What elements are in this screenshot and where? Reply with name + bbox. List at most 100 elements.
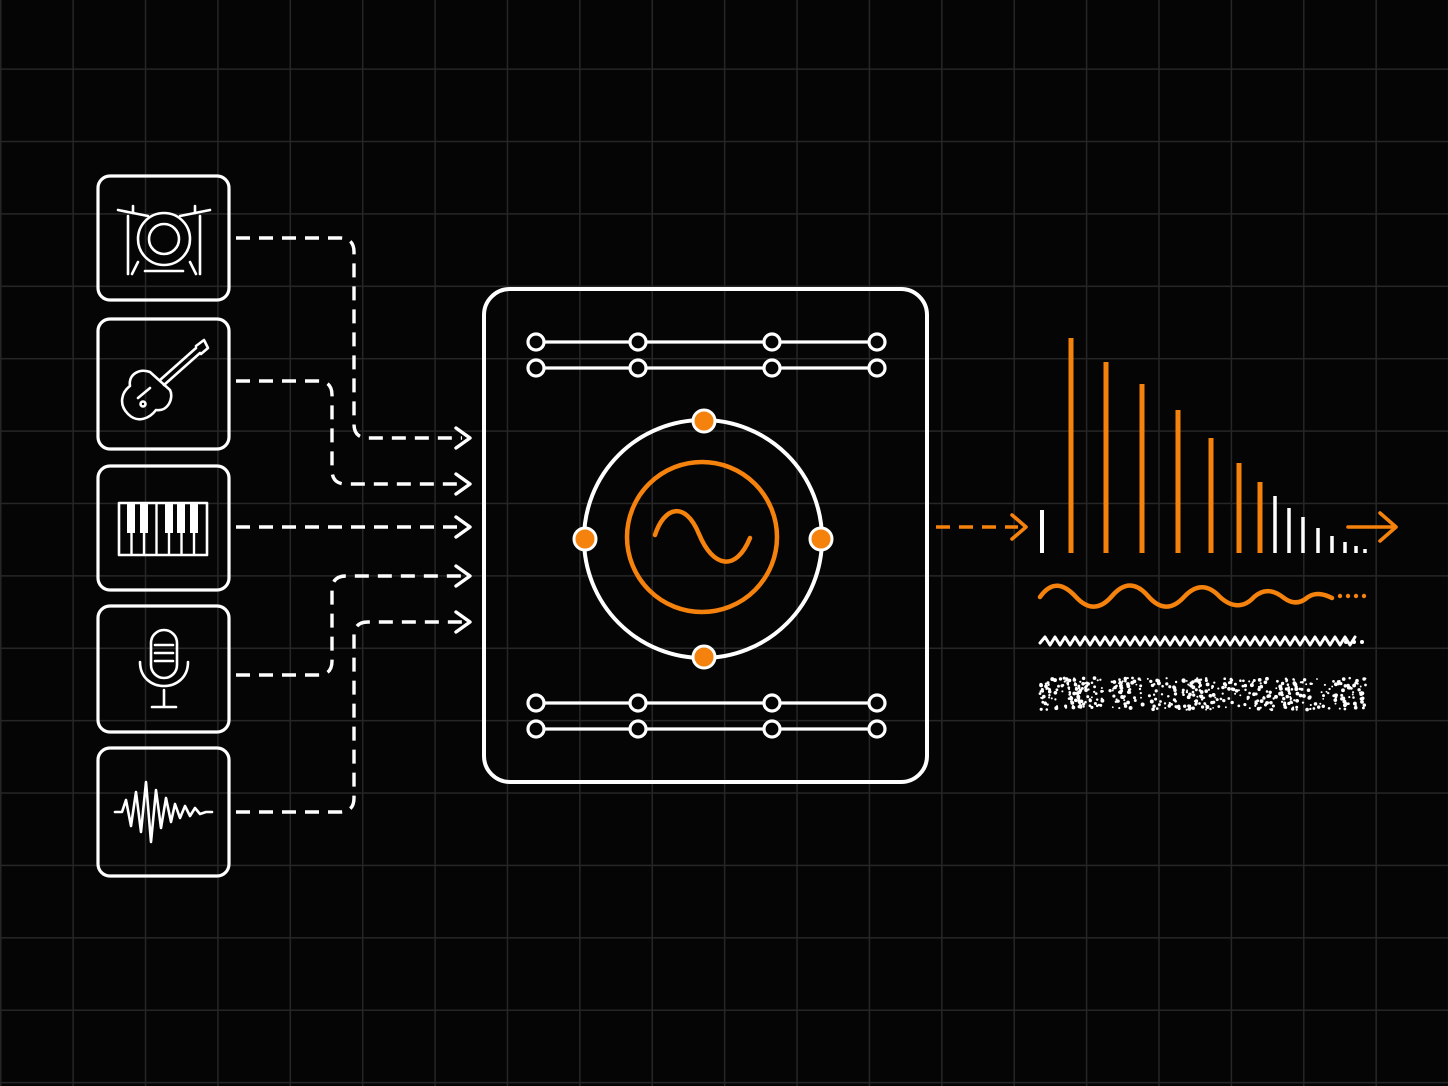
noise-dot (1041, 700, 1045, 704)
noise-dot (1186, 689, 1189, 692)
noise-dot (1287, 691, 1291, 695)
noise-dot (1204, 678, 1208, 683)
noise-dot (1278, 686, 1283, 691)
noise-dot (1327, 691, 1330, 695)
noise-dot (1053, 678, 1057, 683)
noise-dot (1183, 704, 1187, 708)
noise-dot (1348, 676, 1351, 680)
noise-dot (1222, 682, 1227, 686)
noise-dot (1334, 693, 1338, 698)
noise-dot (1110, 680, 1114, 683)
noise-dot (1361, 706, 1365, 710)
noise-dot (1290, 688, 1294, 691)
noise-dot (1222, 698, 1226, 703)
noise-dot (1269, 700, 1273, 705)
noise-dot (1325, 690, 1328, 693)
noise-dot (1131, 676, 1134, 680)
noise-dot (1038, 692, 1042, 695)
noise-dot (1284, 687, 1288, 691)
noise-dot (1274, 694, 1278, 699)
noise-dot (1187, 683, 1190, 686)
ring-node-bottom (691, 644, 717, 670)
noise-dot (1316, 678, 1318, 680)
noise-dot (1251, 681, 1254, 684)
noise-dot (1067, 678, 1072, 683)
noise-dot (1194, 688, 1198, 692)
noise-dot (1239, 679, 1242, 682)
noise-dot (1088, 704, 1092, 708)
noise-dot (1252, 679, 1256, 682)
noise-dot (1280, 681, 1285, 686)
input-tile-waveform (96, 746, 231, 878)
noise-dot (1198, 686, 1201, 689)
noise-dot (1112, 694, 1116, 698)
noise-dot (1161, 684, 1164, 688)
noise-dot (1215, 698, 1219, 702)
ring-node-right (808, 526, 834, 552)
noise-dot (1149, 679, 1153, 684)
noise-dot (1168, 685, 1172, 689)
noise-dot (1289, 698, 1292, 701)
noise-dot (1343, 707, 1347, 711)
connector-waveform (236, 620, 462, 814)
noise-dot (1221, 685, 1225, 690)
input-tile-piano (96, 464, 231, 592)
noise-dot (1344, 702, 1348, 706)
noise-dot (1165, 682, 1169, 686)
noise-dot (1174, 699, 1177, 703)
noise-dot (1067, 697, 1071, 700)
noise-dot (1233, 682, 1237, 686)
noise-dot (1237, 704, 1241, 708)
noise-dot (1070, 700, 1075, 705)
noise-dot (1086, 695, 1090, 699)
noise-dot (1291, 707, 1295, 711)
noise-dot (1072, 691, 1077, 696)
noise-dot (1257, 678, 1262, 682)
noise-dot (1301, 693, 1306, 698)
noise-dot (1200, 690, 1204, 694)
noise-dot (1312, 707, 1316, 710)
noise-dot (1039, 690, 1043, 693)
noise-dot (1214, 696, 1217, 699)
noise-dot (1310, 682, 1313, 685)
noise-dot (1200, 698, 1204, 701)
noise-dot (1283, 705, 1287, 709)
noise-dot (1294, 687, 1299, 692)
noise-dot (1185, 690, 1189, 694)
noise-dot (1118, 707, 1121, 710)
noise-dot (1209, 695, 1212, 698)
noise-dot (1202, 696, 1206, 699)
noise-dot (1194, 678, 1198, 683)
noise-dot (1041, 697, 1044, 700)
noise-dot (1181, 678, 1186, 683)
white-zigzag-line (1038, 635, 1364, 647)
noise-dot (1154, 697, 1158, 701)
noise-dot (1331, 685, 1334, 688)
noise-dot (1043, 701, 1048, 706)
noise-dot (1259, 684, 1264, 689)
noise-dot (1224, 686, 1227, 689)
noise-dot (1210, 700, 1214, 705)
noise-dot (1147, 694, 1151, 698)
noise-dot (1282, 697, 1286, 701)
noise-dot (1259, 706, 1262, 709)
noise-dot (1243, 703, 1247, 707)
noise-dot (1209, 707, 1212, 711)
waveform-icon (113, 780, 214, 844)
noise-dot (1254, 701, 1258, 706)
noise-dot (1146, 677, 1149, 680)
input-tile-guitar (96, 317, 231, 451)
noise-dot (1287, 686, 1290, 689)
noise-dot (1081, 676, 1086, 681)
noise-dot (1064, 706, 1068, 709)
noise-dot (1054, 698, 1057, 701)
noise-dot (1230, 701, 1233, 704)
noise-dot (1111, 689, 1114, 692)
noise-dot (1152, 683, 1156, 686)
output-arrow (936, 513, 1028, 541)
noise-dot (1039, 707, 1043, 711)
noise-dot (1118, 678, 1121, 681)
noise-dot (1186, 695, 1191, 700)
